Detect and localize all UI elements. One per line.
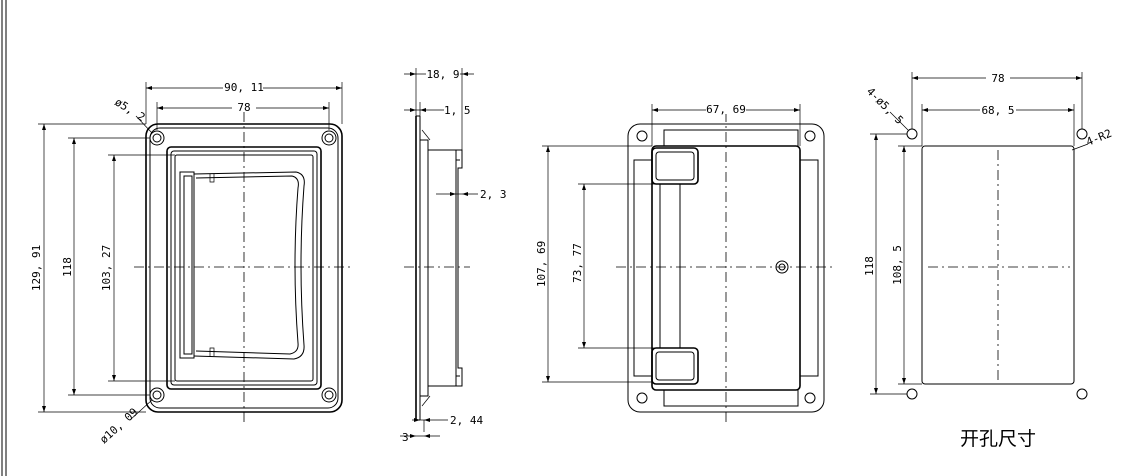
front-overall-width: 90, 11 <box>224 81 264 94</box>
back-height: 107, 69 <box>535 241 548 287</box>
back-view: 67, 69 107, 69 73, 77 <box>535 102 836 424</box>
front-inner-height: 103, 27 <box>100 245 113 291</box>
cutout-caption: 开孔尺寸 <box>960 428 1036 450</box>
side-lip: 2, 44 <box>450 414 483 427</box>
cutout-holes: 4-ø5, 5 <box>864 85 906 127</box>
cutout-corner-radius: 4-R2 <box>1084 127 1113 149</box>
front-view: 90, 11 78 129, 91 118 103, 27 ø5, 2 ø10,… <box>30 80 352 446</box>
cutout-width: 68, 5 <box>981 104 1014 117</box>
cutout-hole-pitch: 118 <box>863 256 876 276</box>
front-overall-height: 129, 91 <box>30 245 43 291</box>
cutout-view: 78 68, 5 118 108, 5 4-ø5, 5 4-R2 开孔尺寸 <box>863 71 1114 450</box>
front-hole-spacing: 78 <box>237 101 250 114</box>
side-flange: 1, 5 <box>444 104 471 117</box>
side-wall: 2, 3 <box>480 188 507 201</box>
front-mount-hole: ø5, 2 <box>112 96 147 125</box>
back-width: 67, 69 <box>706 103 746 116</box>
drawing-frame <box>1 0 7 476</box>
side-view: 18, 9 1, 5 2, 3 2, 44 3 <box>400 67 507 444</box>
side-depth: 18, 9 <box>426 68 459 81</box>
front-hole-pitch: 118 <box>61 257 74 277</box>
back-inner-height: 73, 77 <box>571 243 584 283</box>
cutout-height: 108, 5 <box>891 245 904 285</box>
cutout-hole-spacing: 78 <box>991 72 1004 85</box>
side-base: 3 <box>402 431 409 444</box>
